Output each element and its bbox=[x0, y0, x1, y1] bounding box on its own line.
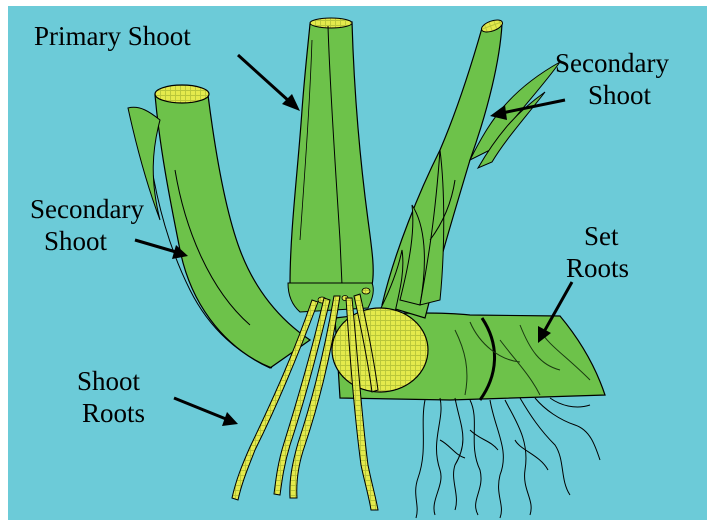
label-secondary-shoot-right-line2: Shoot bbox=[588, 80, 652, 110]
label-set-roots-line2: Roots bbox=[566, 253, 629, 283]
label-shoot-roots-line1: Shoot bbox=[77, 366, 141, 396]
label-secondary-shoot-right-line1: Secondary bbox=[555, 48, 669, 78]
label-shoot-roots-line2: Roots bbox=[82, 398, 145, 428]
label-set-roots-line1: Set bbox=[584, 221, 619, 251]
label-secondary-shoot-left-line1: Secondary bbox=[30, 194, 144, 224]
label-primary-shoot: Primary Shoot bbox=[34, 21, 191, 51]
label-secondary-shoot-left-line2: Shoot bbox=[44, 226, 108, 256]
